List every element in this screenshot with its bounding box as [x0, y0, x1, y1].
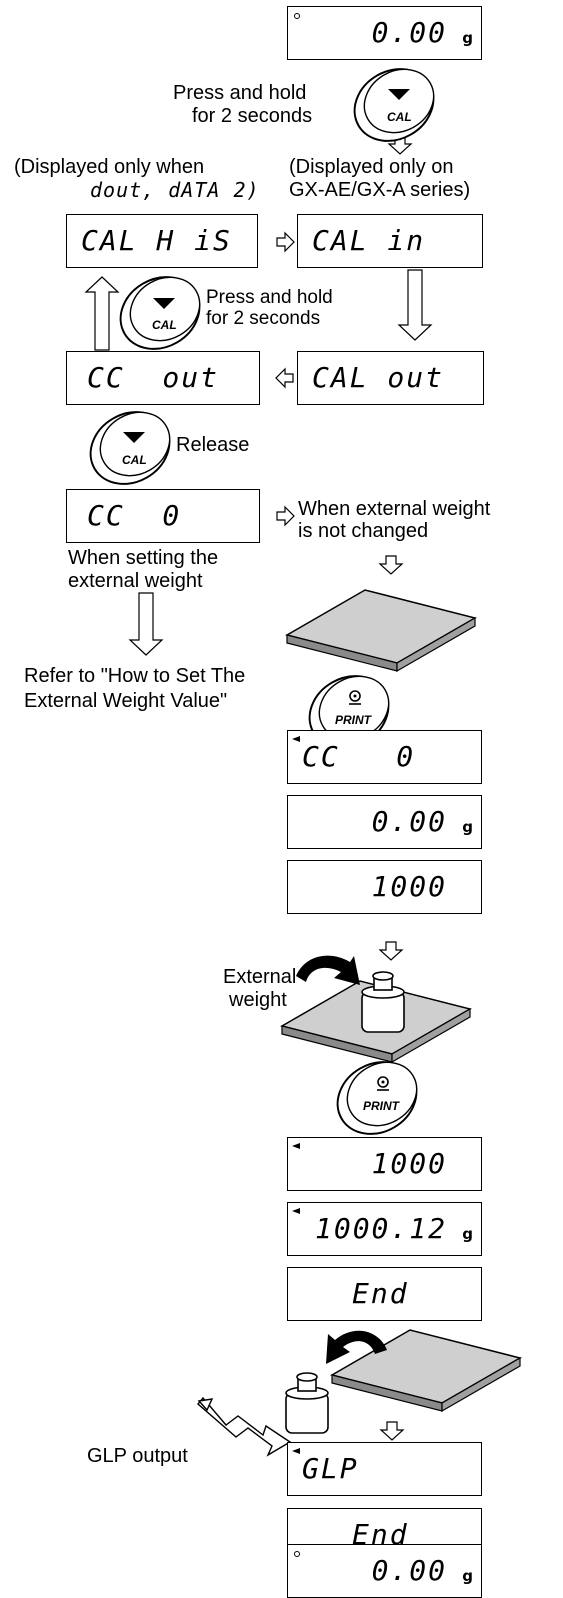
- display-unit: g: [462, 29, 473, 47]
- not-changed-label: When external weight: [298, 498, 491, 520]
- cal-key-label: CAL: [122, 453, 147, 467]
- print-key-icon: [308, 675, 390, 749]
- down-arrow-icon: [379, 555, 403, 575]
- refer-label: Refer to "How to Set The: [24, 665, 246, 687]
- weighing-pan-icon: [285, 589, 477, 673]
- print-key-label: PRINT: [363, 1099, 399, 1113]
- displayed-when-label: (Displayed only when: [14, 156, 205, 178]
- release-label: Release: [176, 434, 250, 456]
- display-value: 1000.12: [314, 1212, 447, 1245]
- lcd-display-cc-out: CC out: [66, 351, 260, 405]
- print-key-icon: [336, 1061, 418, 1135]
- display-value: 1000: [371, 870, 447, 903]
- long-up-arrow-icon: [84, 276, 120, 351]
- press-hold-label: Press and hold: [206, 287, 333, 308]
- down-arrow-icon: [380, 1421, 404, 1441]
- lcd-display-cc-0-stable: CC 0: [287, 730, 482, 784]
- lcd-display-zero: 0.00 g: [287, 795, 482, 849]
- display-unit: g: [462, 1225, 473, 1243]
- display-value: 0.00: [371, 16, 447, 49]
- display-value: 0.00: [371, 1554, 447, 1587]
- stability-mark-icon: [292, 1143, 300, 1149]
- display-value: GLP: [302, 1452, 359, 1485]
- glp-output-arrow-icon: [197, 1396, 292, 1457]
- lcd-display-measured: 1000.12 g: [287, 1202, 482, 1256]
- calibration-weight-icon: [361, 971, 405, 1033]
- stability-mark-icon: [292, 1208, 300, 1214]
- curved-arrow-icon: [296, 955, 360, 985]
- lcd-display-cc-0: CC 0: [66, 489, 260, 543]
- calibration-weight-icon: [285, 1372, 329, 1434]
- setting-weight-label: When setting the: [68, 547, 219, 569]
- long-down-arrow-icon: [397, 269, 433, 341]
- curved-arrow-icon: [326, 1330, 387, 1364]
- lcd-display-1000: 1000: [287, 860, 482, 914]
- lcd-display-zero: 0.00 g: [287, 1544, 482, 1598]
- right-arrow-icon: [276, 506, 295, 526]
- press-hold-label: Press and hold: [173, 82, 307, 104]
- lcd-display-end: End: [287, 1267, 482, 1321]
- external-weight-label: weight: [229, 989, 287, 1011]
- display-unit: g: [462, 818, 473, 836]
- displayed-when-codes: dout, dATA 2): [90, 178, 260, 202]
- right-arrow-icon: [276, 232, 295, 252]
- long-down-arrow-icon: [128, 592, 164, 656]
- displayed-series-label: (Displayed only on: [289, 156, 454, 178]
- lcd-display-glp: GLP: [287, 1442, 482, 1496]
- lcd-display-cal-out: CAL out: [297, 351, 484, 405]
- displayed-series-label: GX-AE/GX-A series): [289, 179, 471, 201]
- lcd-display-zero: 0.00 g: [287, 6, 482, 60]
- display-value: CC out: [87, 361, 220, 394]
- print-key-label: PRINT: [335, 713, 371, 727]
- lcd-display-cal-his: CAL H iS: [66, 214, 258, 268]
- stability-mark-icon: [292, 736, 300, 742]
- stable-indicator-icon: [294, 13, 300, 19]
- not-changed-label: is not changed: [298, 520, 429, 542]
- display-value: CAL out: [312, 361, 445, 394]
- display-unit: g: [462, 1567, 473, 1585]
- press-hold-label: for 2 seconds: [192, 105, 313, 127]
- display-value: CC 0: [87, 499, 182, 532]
- cal-key-icon: [119, 276, 201, 350]
- down-arrow-icon: [379, 941, 403, 961]
- lcd-display-cal-in: CAL in: [297, 214, 483, 268]
- cal-key-label: CAL: [152, 318, 177, 332]
- cal-key-label: CAL: [387, 110, 412, 124]
- display-value: 0.00: [371, 805, 447, 838]
- setting-weight-label: external weight: [68, 570, 203, 592]
- stable-indicator-icon: [294, 1551, 300, 1557]
- lcd-display-1000-stable: 1000: [287, 1137, 482, 1191]
- refer-label: External Weight Value": [24, 690, 228, 712]
- display-value: 1000: [371, 1147, 447, 1180]
- left-arrow-icon: [275, 368, 294, 388]
- display-value: End: [352, 1277, 409, 1310]
- press-hold-label: for 2 seconds: [206, 308, 321, 329]
- external-weight-label: External: [223, 966, 297, 988]
- display-value: CAL in: [312, 224, 426, 257]
- stability-mark-icon: [292, 1448, 300, 1454]
- cal-key-icon: [353, 68, 435, 142]
- cal-key-icon: [89, 411, 171, 485]
- display-value: CC 0: [302, 740, 416, 773]
- weighing-pan-icon: [330, 1329, 522, 1413]
- display-value: CAL H iS: [81, 224, 232, 257]
- glp-output-label: GLP output: [87, 1445, 188, 1467]
